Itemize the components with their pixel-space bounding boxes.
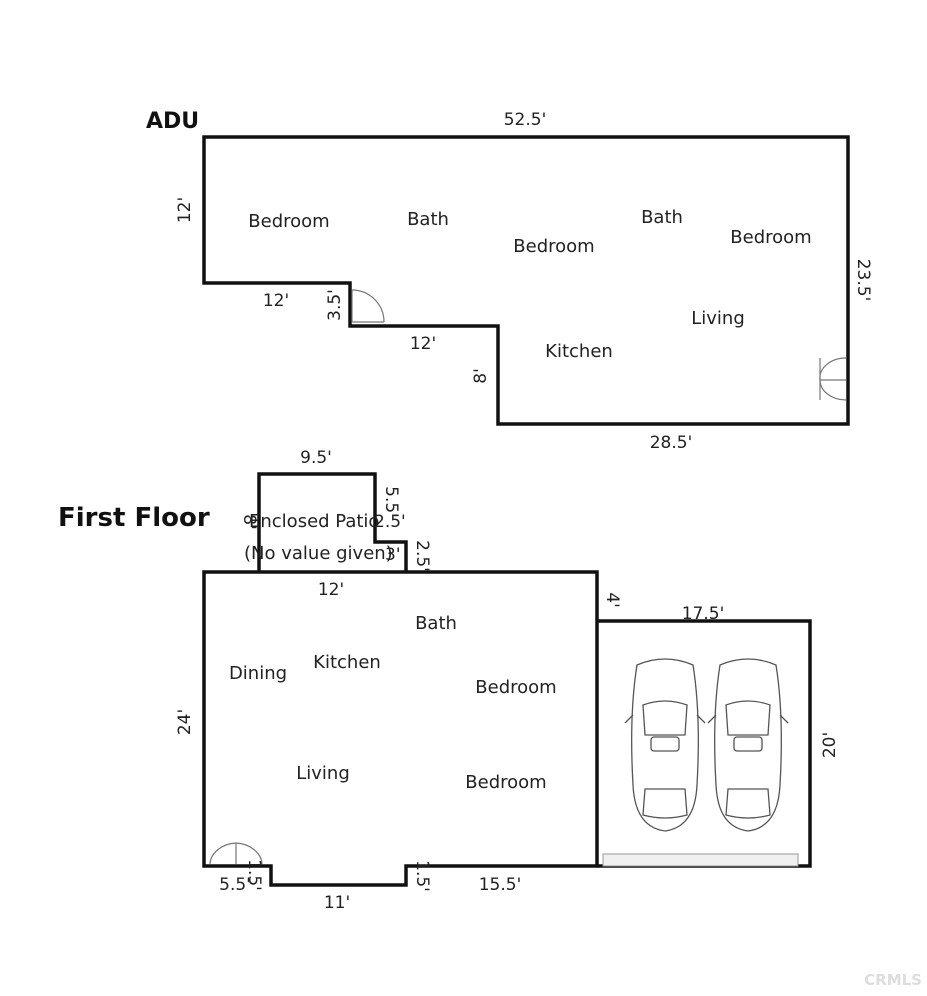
patio-dim-step-3: 2.5' — [412, 540, 432, 572]
adu-room-living: Living — [691, 308, 745, 329]
adu-double-door-icon — [819, 357, 847, 401]
garage-dim-top: 17.5' — [682, 604, 725, 624]
house-dim-bottom-left: 5.5' — [219, 875, 251, 895]
garage-dim-right: 20' — [820, 732, 840, 758]
house-dim-step-right: 1.5' — [412, 860, 432, 892]
ff-room-dining: Dining — [229, 663, 287, 684]
ff-room-bath: Bath — [415, 613, 457, 634]
adu-dim-step-4: 8' — [471, 368, 491, 384]
garage-dim-offset: 4' — [602, 592, 622, 608]
garage-outline — [597, 619, 812, 868]
adu-room-bedroom-1: Bedroom — [248, 211, 329, 232]
adu-dim-top: 52.5' — [504, 110, 547, 130]
house-dim-top: 12' — [318, 580, 344, 600]
ff-room-bedroom-2: Bedroom — [465, 772, 546, 793]
house-dim-bottom-mid: 11' — [324, 893, 350, 913]
patio-dim-left: 8' — [239, 514, 259, 530]
patio-dim-right: 5.5' — [381, 486, 401, 518]
adu-dim-right: 23.5' — [853, 259, 873, 302]
adu-room-kitchen: Kitchen — [545, 341, 613, 362]
house-dim-step-left: 1.5' — [244, 859, 264, 891]
adu-entry-door-icon — [351, 289, 385, 323]
first-floor-title: First Floor — [58, 503, 210, 533]
adu-dim-left: 12' — [175, 197, 195, 223]
patio-note: (No value given) — [244, 543, 393, 564]
house-dim-bottom-right: 15.5' — [479, 875, 522, 895]
watermark: CRMLS — [864, 971, 922, 989]
car-icon — [707, 658, 789, 832]
adu-dim-step-1: 12' — [263, 291, 289, 311]
adu-plan: ADU Bedroom Bath Bedroom Bath Bedroom Li… — [146, 109, 873, 453]
adu-room-bath-1: Bath — [407, 209, 449, 230]
adu-outline — [202, 135, 850, 426]
ff-room-kitchen: Kitchen — [313, 652, 381, 673]
ff-room-living: Living — [296, 763, 350, 784]
patio-dim-step-2: 3' — [385, 545, 401, 565]
house-double-door-icon — [209, 842, 263, 865]
ff-room-bedroom-1: Bedroom — [475, 677, 556, 698]
adu-dim-bottom: 28.5' — [650, 433, 693, 453]
patio-dim-step: 2.5' — [374, 512, 406, 532]
patio-name: Enclosed Patio — [249, 511, 379, 532]
adu-title: ADU — [146, 109, 199, 134]
adu-room-bedroom-3: Bedroom — [730, 227, 811, 248]
patio-dim-top: 9.5' — [300, 448, 332, 468]
adu-room-bedroom-2: Bedroom — [513, 236, 594, 257]
house-dim-left: 24' — [175, 709, 195, 735]
house-outline — [202, 570, 599, 887]
adu-dim-step-2: 3.5' — [325, 289, 345, 321]
adu-dim-step-3: 12' — [410, 334, 436, 354]
adu-room-bath-2: Bath — [641, 207, 683, 228]
car-icon — [624, 658, 706, 832]
garage-door-icon — [602, 853, 799, 867]
first-floor-plan: First Floor — [58, 448, 840, 913]
patio-outline — [257, 472, 408, 572]
